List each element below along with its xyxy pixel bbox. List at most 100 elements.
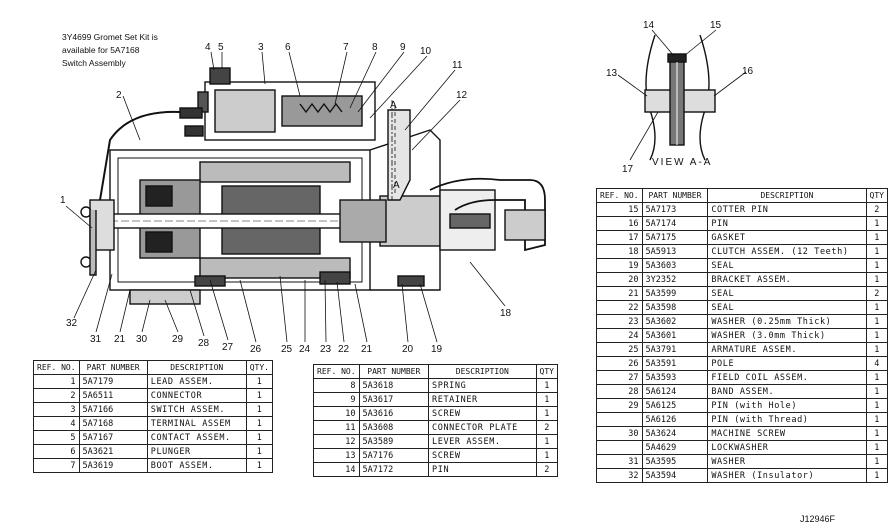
cell-qty: 1 — [245, 374, 274, 389]
cell-part: 5A3593 — [641, 370, 709, 385]
cell-desc: PIN — [707, 216, 867, 231]
column-header-ref: REF. NO. — [596, 188, 643, 203]
cell-part: 5A3595 — [641, 454, 709, 469]
callout-16: 16 — [742, 66, 754, 77]
cell-qty: 2 — [535, 420, 559, 435]
cell-part: 5A3621 — [78, 444, 148, 459]
cell-part: 5A3616 — [358, 406, 430, 421]
callout-26: 26 — [250, 344, 262, 355]
cell-ref: 3 — [33, 402, 80, 417]
column-header-part: PART NUMBER — [641, 188, 709, 203]
callout-10: 10 — [420, 46, 432, 57]
cell-ref: 25 — [596, 342, 643, 357]
cell-qty: 1 — [535, 392, 559, 407]
cell-qty: 1 — [245, 402, 274, 417]
cell-desc: WASHER (Insulator) — [707, 468, 867, 483]
callout-31: 31 — [90, 334, 102, 345]
column-header-ref: REF. NO. — [33, 360, 80, 375]
cell-desc: RETAINER — [428, 392, 537, 407]
cell-desc: SCREW — [428, 448, 537, 463]
cell-qty: 1 — [865, 426, 889, 441]
cell-desc: MACHINE SCREW — [707, 426, 867, 441]
cell-part: 5A7176 — [358, 448, 430, 463]
cell-qty: 1 — [245, 430, 274, 445]
cell-desc: LEAD ASSEM. — [146, 374, 247, 389]
cell-ref: 14 — [313, 462, 360, 477]
cell-ref: 11 — [313, 420, 360, 435]
gromet-kit-note: 3Y4699 Gromet Set Kit is available for 5… — [62, 32, 158, 68]
cell-qty: 1 — [865, 230, 889, 245]
callout-23: 23 — [320, 344, 332, 355]
cell-ref: 16 — [596, 216, 643, 231]
cell-desc: SEAL — [707, 258, 867, 273]
callout-24: 24 — [299, 344, 311, 355]
cell-qty: 4 — [865, 356, 889, 371]
cell-part: 5A3619 — [78, 458, 148, 473]
cell-qty: 1 — [535, 434, 559, 449]
callout-6: 6 — [285, 42, 291, 53]
cell-ref: 19 — [596, 258, 643, 273]
cell-desc: PIN (with Thread) — [707, 412, 867, 427]
callout-9: 9 — [400, 42, 406, 53]
cell-qty: 1 — [865, 384, 889, 399]
cell-qty: 1 — [865, 342, 889, 357]
cell-ref: 27 — [596, 370, 643, 385]
cell-ref: 17 — [596, 230, 643, 245]
cell-desc: ARMATURE ASSEM. — [707, 342, 867, 357]
cell-qty: 1 — [245, 416, 274, 431]
cell-part: 5A3601 — [641, 328, 709, 343]
cell-qty: 1 — [245, 444, 274, 459]
cell-part: 5A7166 — [78, 402, 148, 417]
cell-qty: 2 — [535, 462, 559, 477]
callout-20: 20 — [402, 344, 414, 355]
cell-part: 5A7168 — [78, 416, 148, 431]
cell-qty: 1 — [865, 398, 889, 413]
callout-21: 21 — [114, 334, 126, 345]
cell-part: 5A6125 — [641, 398, 709, 413]
cell-part: 5A3608 — [358, 420, 430, 435]
cell-ref — [596, 412, 643, 427]
cell-desc: TERMINAL ASSEM — [146, 416, 247, 431]
cell-desc: WASHER — [707, 454, 867, 469]
cell-part: 5A6126 — [641, 412, 709, 427]
cell-desc: CONNECTOR PLATE — [428, 420, 537, 435]
cell-desc: GASKET — [707, 230, 867, 245]
callout-12: 12 — [456, 90, 468, 101]
callout-25: 25 — [281, 344, 293, 355]
cell-desc: CLUTCH ASSEM. (12 Teeth) — [707, 244, 867, 259]
cell-ref: 29 — [596, 398, 643, 413]
cell-desc: CONNECTOR — [146, 388, 247, 403]
cell-part: 5A7179 — [78, 374, 148, 389]
cell-qty: 1 — [865, 258, 889, 273]
cell-ref: 2 — [33, 388, 80, 403]
cell-ref: 20 — [596, 272, 643, 287]
cell-qty: 1 — [865, 412, 889, 427]
section-mark-a-bottom: A — [393, 180, 400, 191]
cell-ref: 24 — [596, 328, 643, 343]
cell-part: 5A5913 — [641, 244, 709, 259]
section-mark-a-top: A — [390, 100, 397, 111]
cell-desc: SCREW — [428, 406, 537, 421]
cell-part: 5A7173 — [641, 202, 709, 217]
cell-desc: SPRING — [428, 378, 537, 393]
cell-ref: 5 — [33, 430, 80, 445]
cell-qty: 1 — [865, 300, 889, 315]
cell-part: 5A3591 — [641, 356, 709, 371]
cell-desc: SEAL — [707, 286, 867, 301]
